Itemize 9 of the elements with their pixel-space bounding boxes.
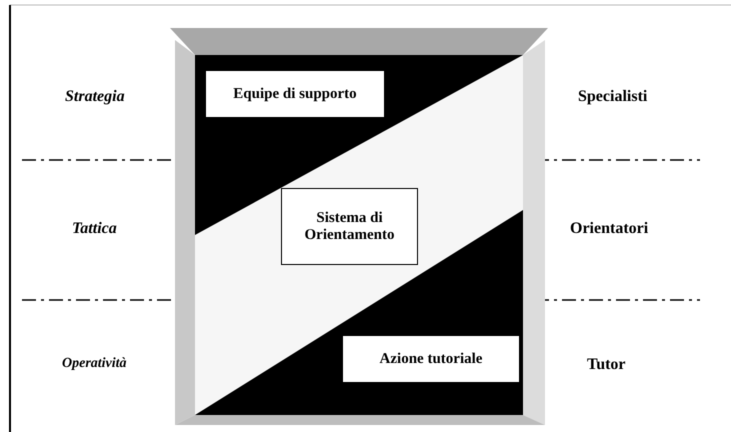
label-box: Azione tutoriale (342, 335, 520, 383)
role-label: Orientatori (570, 220, 648, 238)
label-box: Equipe di supporto (205, 70, 385, 118)
label-box: Sistema di Orientamento (281, 188, 418, 265)
level-label: Operatività (62, 356, 127, 372)
role-label: Specialisti (578, 88, 648, 106)
role-label: Tutor (587, 356, 626, 374)
level-label: Tattica (72, 220, 117, 238)
level-label: Strategia (65, 88, 125, 106)
